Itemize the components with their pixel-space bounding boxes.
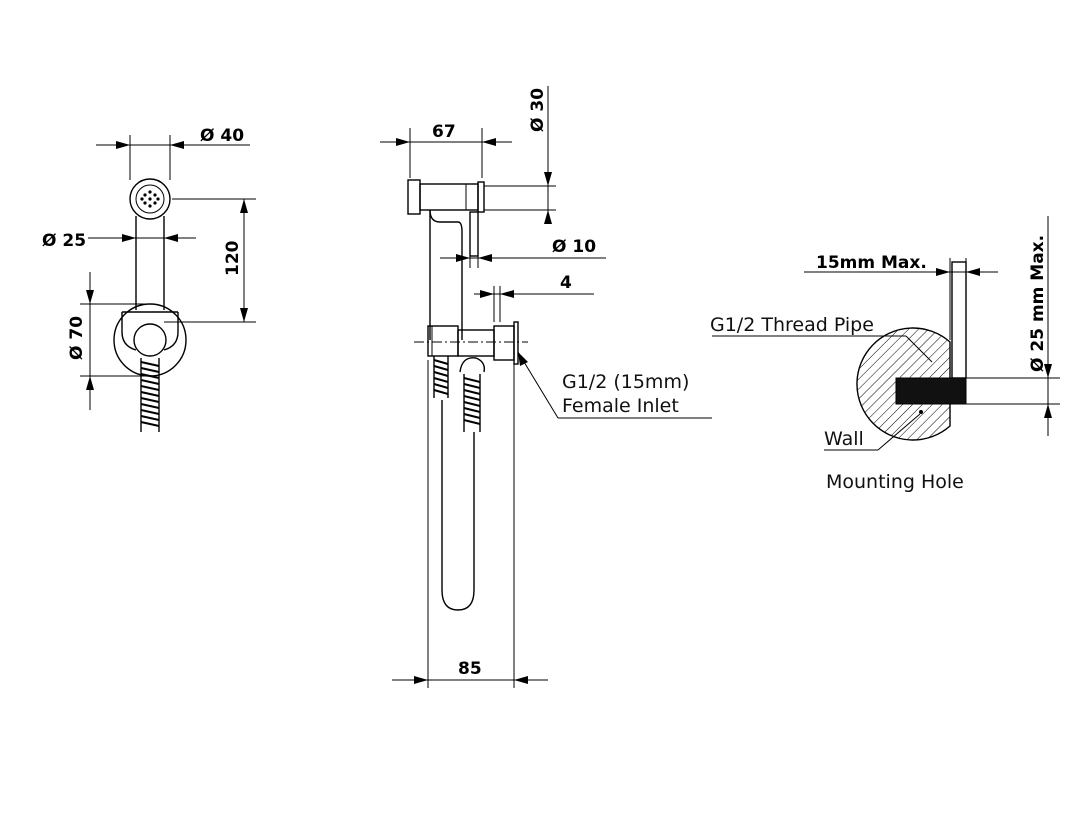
dim-diameter-30: Ø 30 — [528, 88, 548, 132]
dim-diameter-25-max: Ø 25 mm Max. — [1028, 235, 1048, 372]
wall-label: Wall — [824, 428, 864, 450]
hose-outlet — [133, 323, 167, 357]
inlet-label-line1: G1/2 (15mm) — [562, 371, 689, 393]
hose-loop — [441, 400, 475, 611]
inlet-label-line2: Female Inlet — [562, 395, 679, 417]
front-view: Ø 40 Ø 25 120 Ø 70 — [42, 126, 256, 432]
dim-15mm-max: 15mm Max. — [816, 253, 927, 273]
dim-diameter-25: Ø 25 — [42, 231, 86, 251]
hose-coil — [140, 358, 160, 432]
hose-coil-right — [463, 374, 481, 432]
thread-pipe — [951, 261, 967, 379]
dim-width-67: 67 — [432, 122, 456, 142]
spray-head-outline — [129, 178, 171, 220]
dim-diameter-40: Ø 40 — [200, 126, 244, 146]
dim-height-120: 120 — [223, 240, 243, 276]
dim-width-4: 4 — [560, 273, 572, 293]
wall-flange — [113, 303, 187, 377]
mounting-hole — [895, 377, 967, 405]
spray-holes-icon — [140, 190, 160, 208]
spray-head-nozzle — [135, 184, 165, 214]
dim-width-85: 85 — [458, 659, 482, 679]
mounting-hole-label: Mounting Hole — [826, 471, 964, 493]
mounting-detail: 15mm Max. Ø 25 mm Max. G1/2 Thread Pipe … — [710, 216, 1060, 493]
hose-coil-left — [433, 356, 449, 398]
thread-pipe-label: G1/2 Thread Pipe — [710, 314, 874, 336]
side-view: 67 Ø 30 Ø 10 4 85 G1/2 (15mm) Female Inl… — [380, 86, 712, 688]
dim-diameter-70: Ø 70 — [67, 316, 87, 360]
dim-diameter-10: Ø 10 — [552, 237, 596, 257]
